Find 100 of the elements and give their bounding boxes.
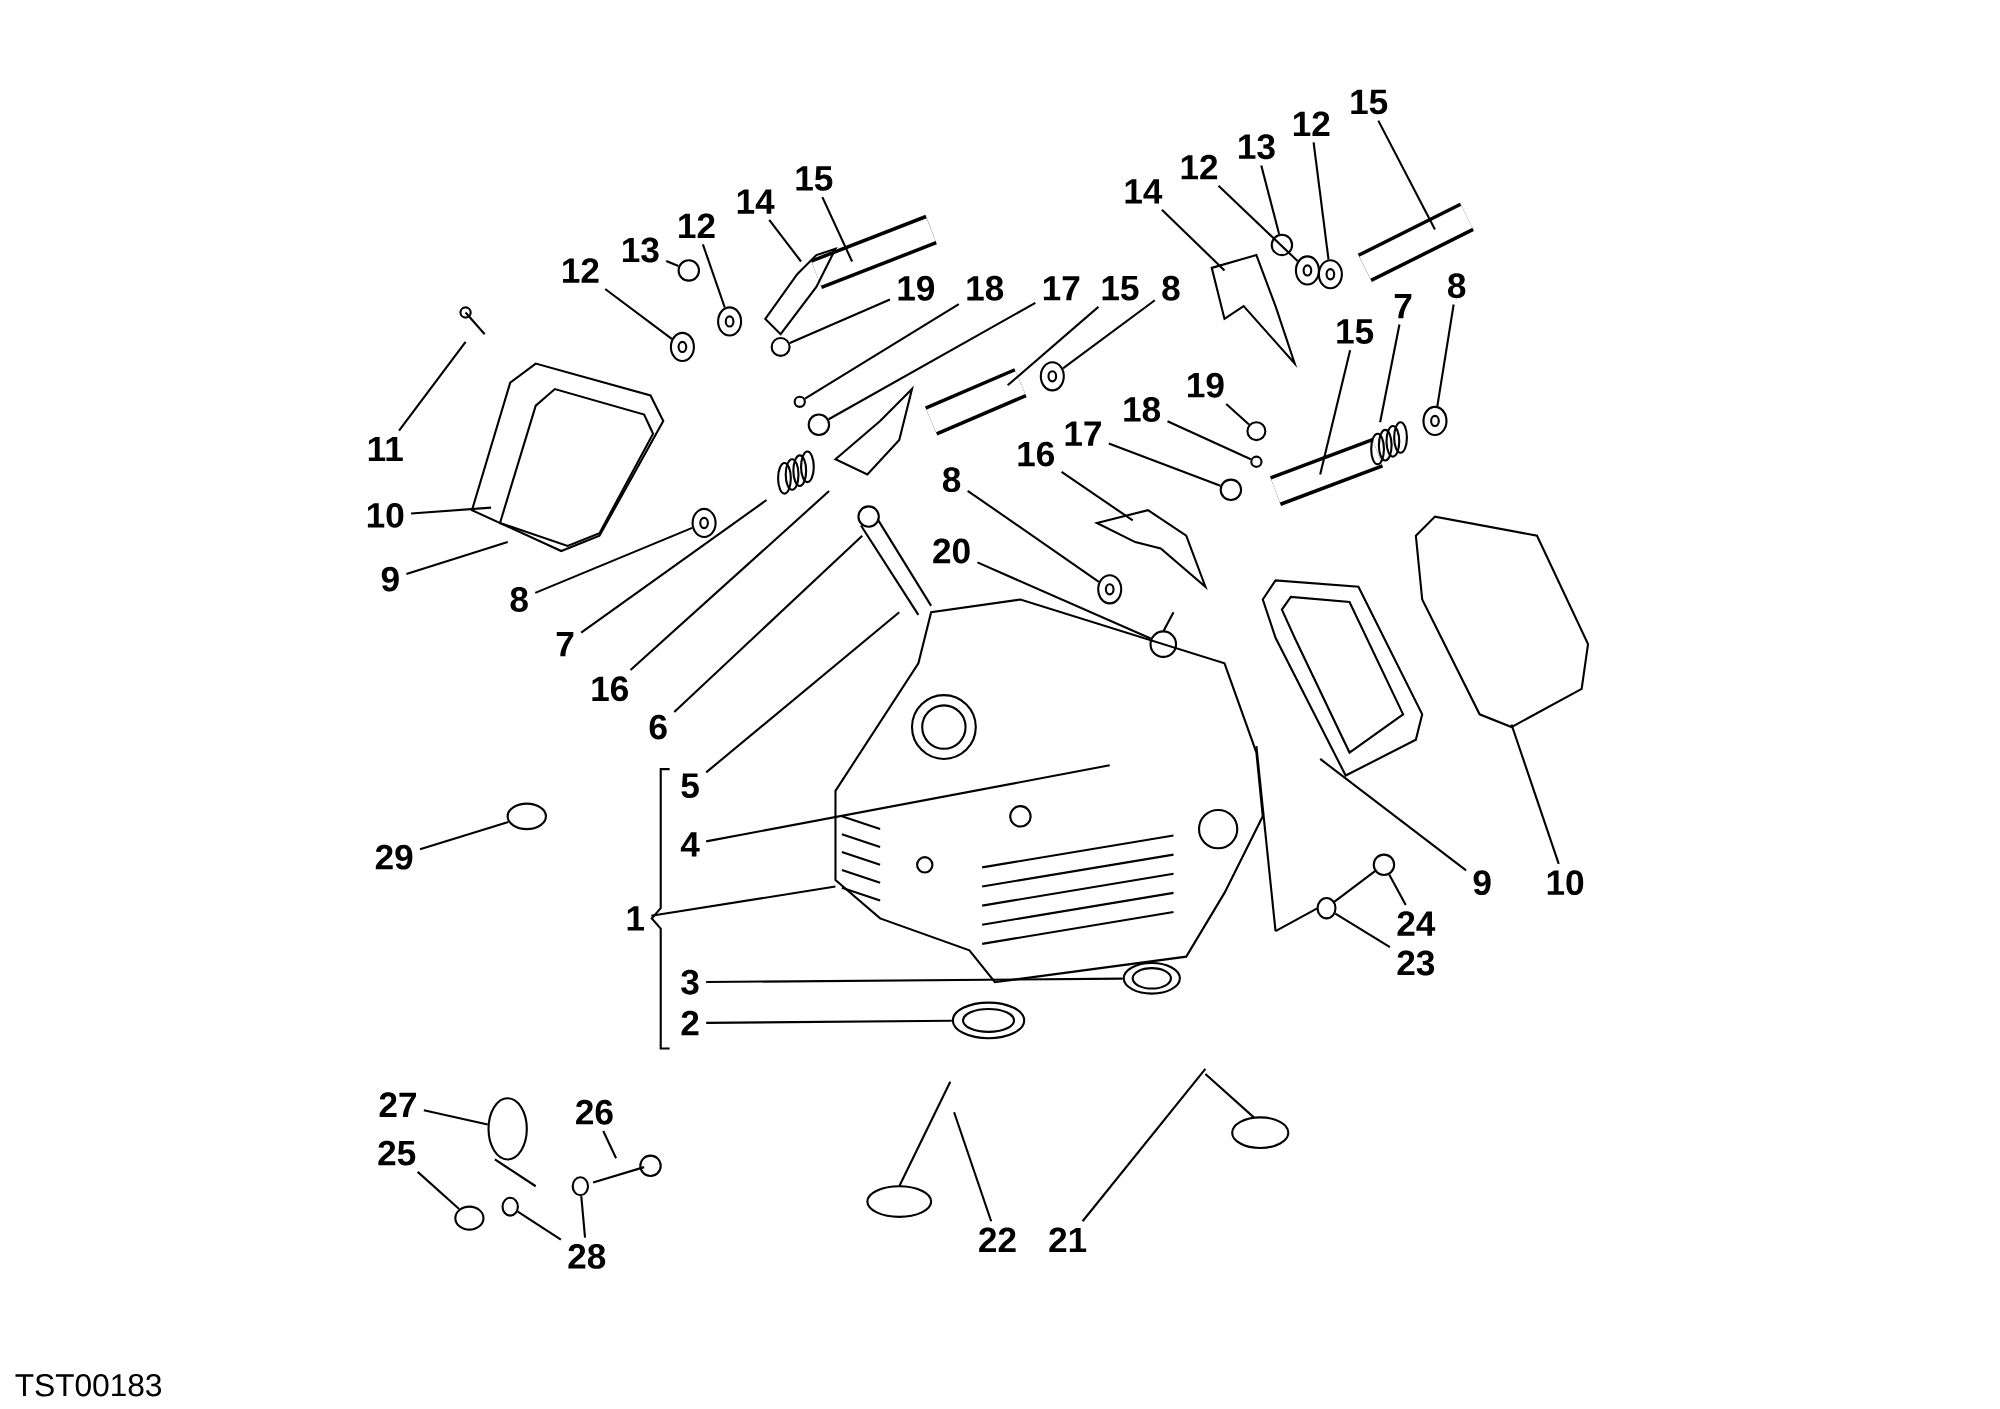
- leader-line: [1377, 119, 1436, 230]
- leader-line: [953, 1111, 993, 1222]
- leader-line: [1007, 305, 1100, 386]
- callout-number: 14: [737, 189, 775, 214]
- leader-line: [706, 1019, 952, 1024]
- callout-number: 20: [933, 538, 970, 564]
- callout-number: 22: [979, 1227, 1016, 1252]
- round-part: [1250, 455, 1263, 468]
- callout-number: 7: [1394, 293, 1412, 318]
- callout-number: 29: [375, 844, 413, 870]
- round-part: [1122, 961, 1181, 995]
- leader-line: [828, 301, 1036, 420]
- leader-line: [768, 219, 802, 262]
- round-part: [691, 507, 717, 538]
- callout-number: 12: [563, 257, 599, 283]
- leader-line: [705, 611, 900, 773]
- leader-line: [1108, 442, 1221, 487]
- callout-number: 17: [1043, 275, 1080, 301]
- leader-line: [967, 489, 1100, 583]
- leader-line: [1334, 912, 1391, 948]
- callout-number: 15: [796, 166, 833, 191]
- callout-number: 21: [1049, 1227, 1087, 1252]
- callout-number: 24: [1397, 911, 1436, 936]
- leader-line: [1510, 723, 1560, 865]
- callout-number: 14: [1125, 179, 1163, 204]
- leader-line: [977, 561, 1152, 640]
- leader-line: [651, 885, 836, 917]
- callout-number: 26: [576, 1099, 613, 1125]
- callout-number: 10: [1547, 870, 1584, 895]
- round-part: [1246, 420, 1267, 441]
- callout-number: 19: [898, 275, 935, 301]
- leader-line: [1319, 757, 1467, 871]
- callout-number: 5: [681, 773, 699, 798]
- round-part: [807, 413, 831, 436]
- callout-number: 28: [568, 1243, 606, 1269]
- round-part: [669, 331, 695, 362]
- callout-number: 8: [510, 586, 528, 612]
- callout-number: 13: [623, 237, 659, 263]
- callout-number: 8: [1448, 273, 1466, 298]
- leader-line: [1319, 349, 1352, 475]
- round-part: [677, 258, 701, 282]
- callout-number: 19: [1188, 372, 1224, 398]
- leader-line: [423, 1109, 488, 1126]
- callout-number: 9: [1473, 870, 1491, 895]
- callout-number: 9: [381, 566, 399, 592]
- callout-number: 13: [1239, 134, 1275, 159]
- leader-line: [706, 977, 1123, 983]
- leader-line: [1081, 1068, 1207, 1222]
- leader-line: [517, 1210, 562, 1241]
- leader-line: [1379, 324, 1401, 423]
- callout-number: 3: [681, 969, 699, 995]
- callout-number: 2: [681, 1010, 699, 1036]
- callout-number: 23: [1397, 950, 1435, 976]
- callout-number: 8: [1162, 275, 1180, 301]
- round-part: [571, 1176, 590, 1197]
- round-part: [1149, 630, 1178, 658]
- callout-number: 10: [367, 502, 404, 528]
- callout-number: 16: [1018, 441, 1055, 467]
- leader-line: [1217, 184, 1299, 262]
- callout-number: 1: [627, 906, 644, 931]
- leader-line: [629, 490, 830, 671]
- leader-line: [673, 534, 863, 713]
- leader-line: [1161, 208, 1226, 271]
- callout-number: 15: [1337, 319, 1374, 344]
- leader-line: [1167, 420, 1252, 460]
- callout-number: 25: [378, 1140, 416, 1166]
- leader-line: [604, 287, 673, 340]
- callout-number: 6: [649, 714, 667, 740]
- round-part: [454, 1205, 485, 1231]
- leader-line: [602, 1130, 618, 1159]
- round-part: [1372, 853, 1396, 876]
- leader-line: [1436, 304, 1455, 407]
- callout-number: 7: [556, 631, 574, 656]
- leader-line: [701, 243, 726, 308]
- round-part: [501, 1196, 519, 1217]
- leader-line: [1388, 873, 1407, 906]
- round-part: [793, 395, 806, 408]
- leader-line: [411, 506, 492, 515]
- leader-line: [398, 341, 467, 431]
- callout-number: 12: [1181, 154, 1218, 180]
- round-part: [487, 1097, 528, 1161]
- round-part: [1039, 360, 1065, 392]
- leader-line: [804, 303, 960, 400]
- callout-number: 8: [942, 466, 961, 492]
- leader-line: [705, 764, 1110, 843]
- callout-number: 15: [1351, 89, 1388, 115]
- round-part: [1294, 255, 1320, 286]
- figure-code: TST00183: [15, 1373, 162, 1397]
- leader-line: [665, 259, 679, 267]
- leader-line: [821, 196, 853, 262]
- round-part: [506, 802, 547, 830]
- leader-line: [1061, 470, 1134, 522]
- leader-line: [1260, 165, 1281, 235]
- round-part: [1317, 258, 1343, 290]
- round-part: [717, 306, 743, 337]
- callout-number: 15: [1102, 275, 1139, 301]
- leader-line: [789, 298, 891, 344]
- leader-line: [1062, 299, 1156, 369]
- callout-number: 12: [679, 213, 715, 238]
- round-part: [1270, 233, 1294, 256]
